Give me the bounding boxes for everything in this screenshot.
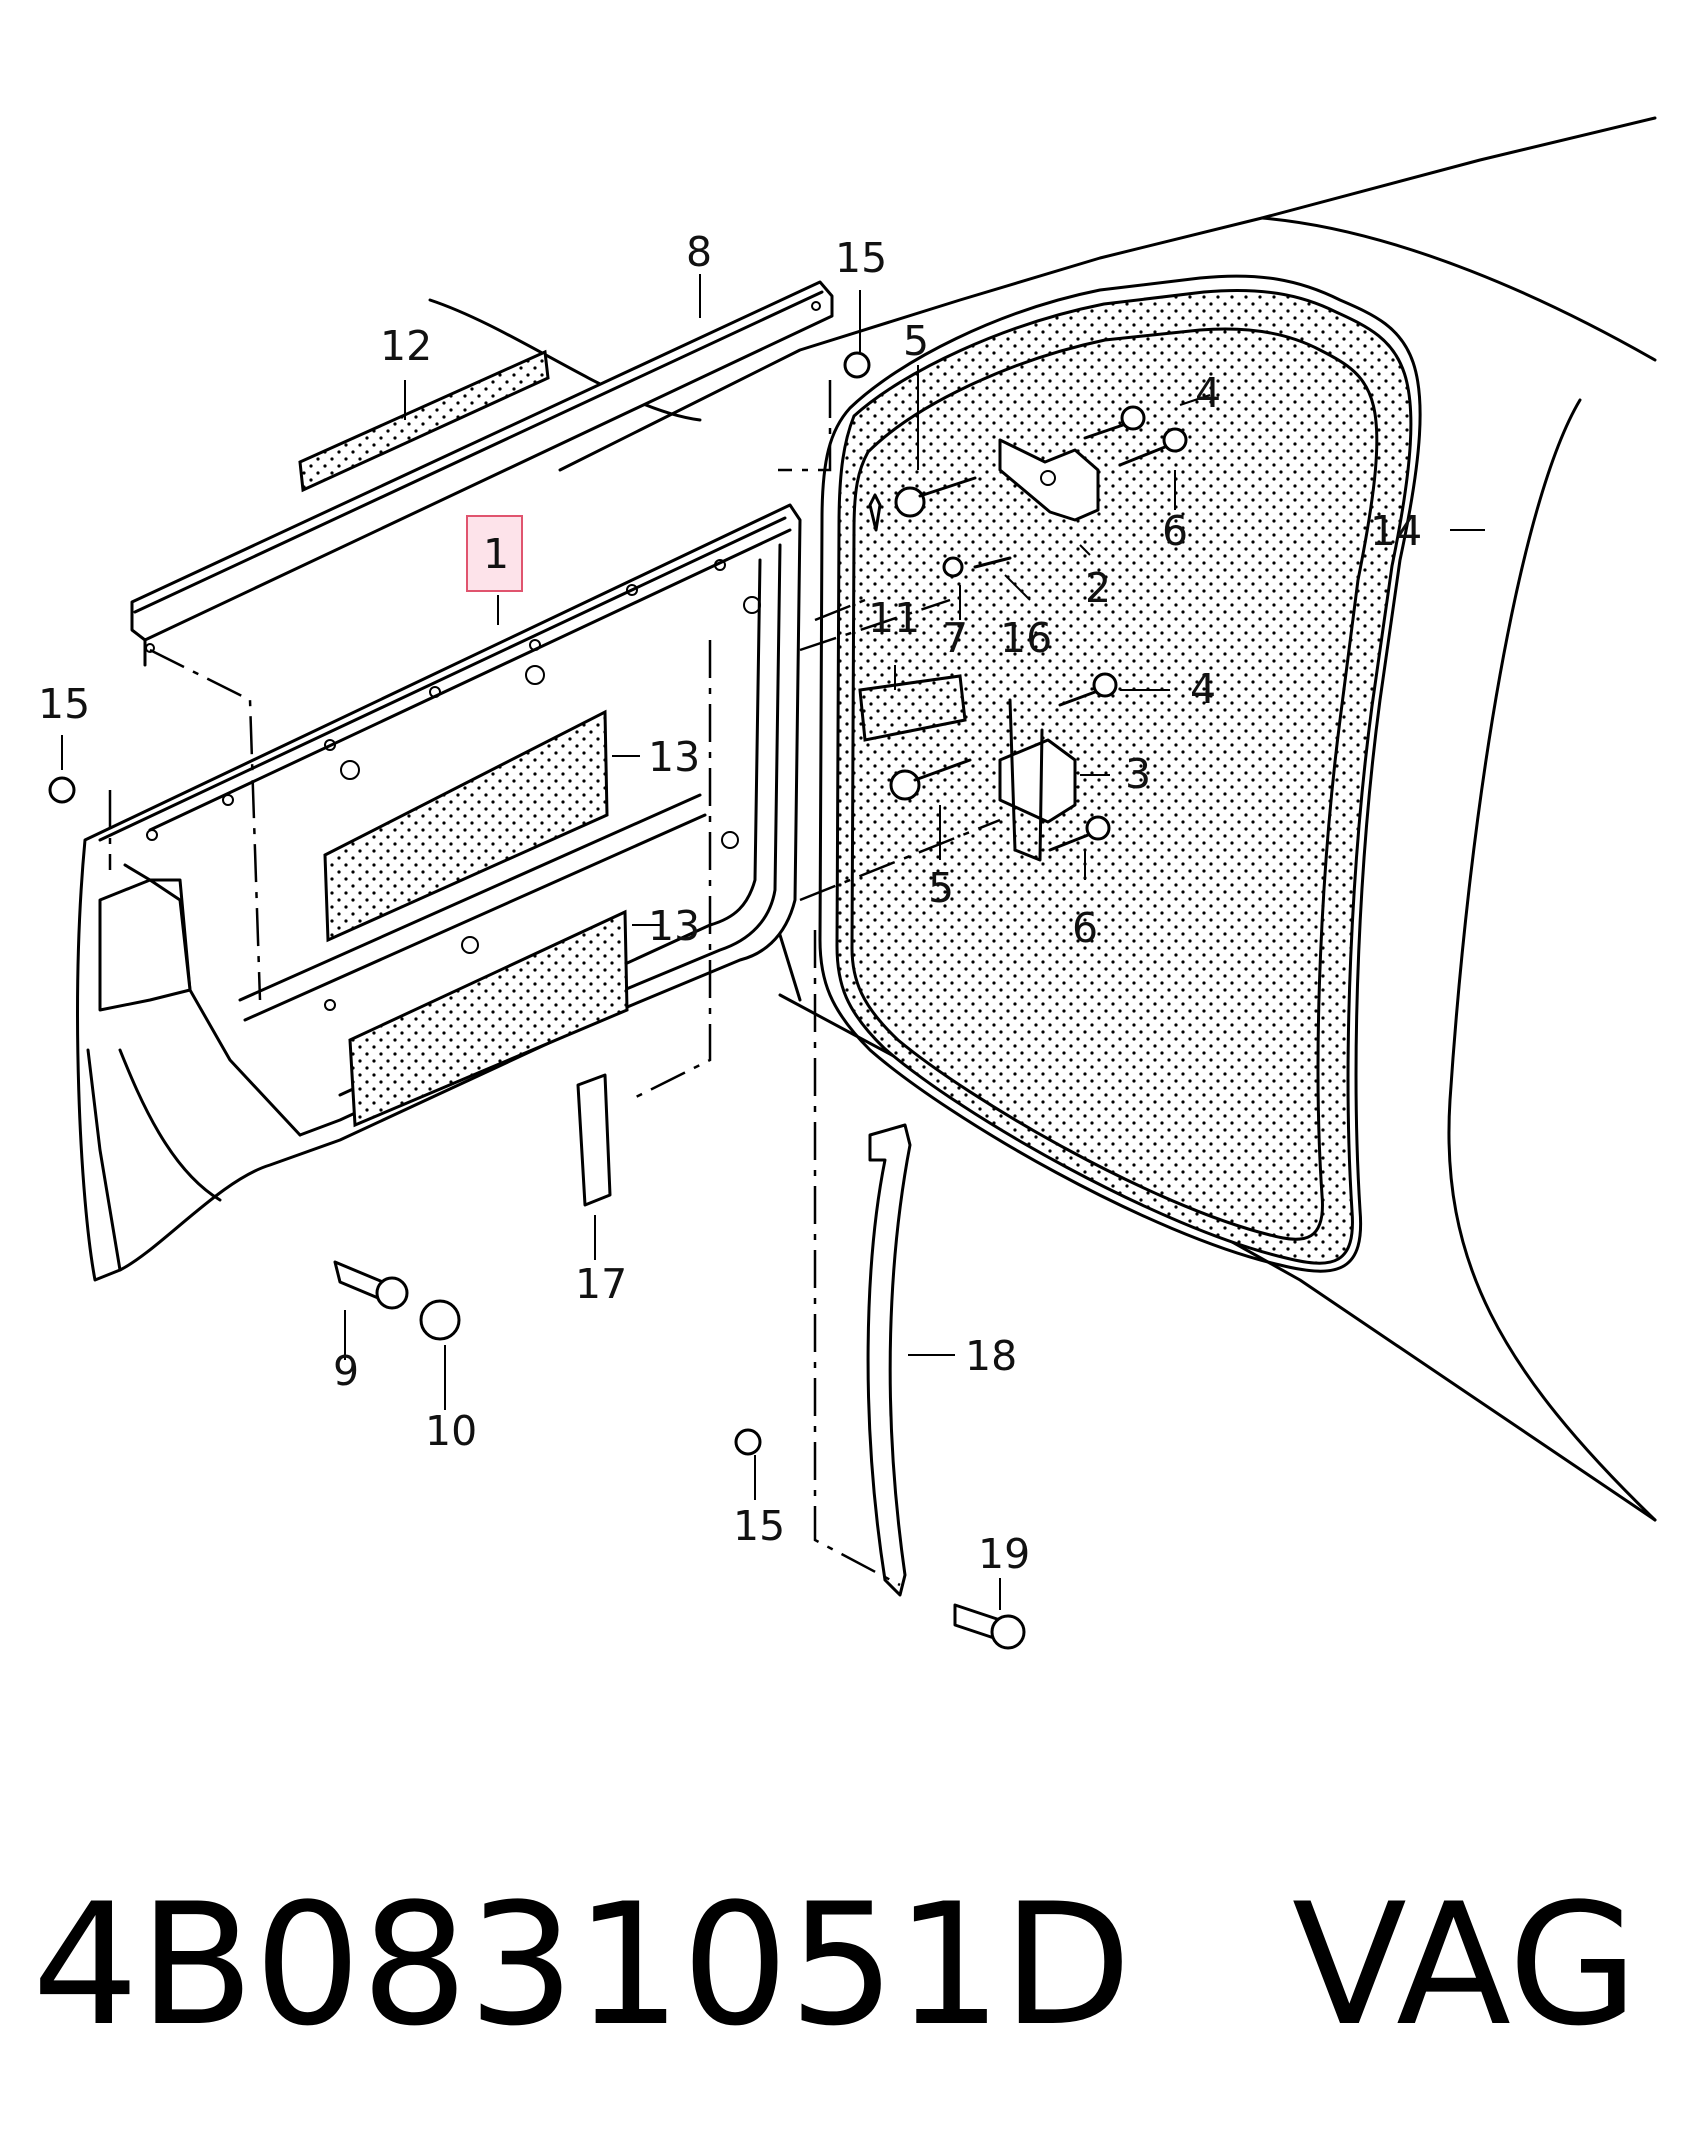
- guide-lines: [108, 380, 1001, 1587]
- callout-6a: 6: [1162, 507, 1188, 555]
- callout-labels: 1 2 3 4 4 5 5 6 6 7 8 9 10 11 12 13 13 1…: [38, 228, 1422, 1578]
- callout-13b: 13: [648, 902, 700, 950]
- callout-5b: 5: [928, 864, 954, 912]
- callout-9: 9: [333, 1347, 359, 1395]
- callout-17: 17: [575, 1260, 627, 1308]
- callout-10: 10: [425, 1407, 477, 1455]
- door-panel-1: [76, 503, 802, 1282]
- brand-name: VAG: [1291, 1867, 1639, 2063]
- hinge-parts: [48, 351, 1188, 1650]
- door-seal-14: [818, 274, 1422, 1273]
- callout-7: 7: [942, 614, 968, 662]
- callout-6b: 6: [1072, 904, 1098, 952]
- callout-1: 1: [483, 530, 509, 578]
- callout-15c: 15: [733, 1502, 785, 1550]
- callout-14: 14: [1370, 507, 1422, 555]
- part-number-caption: 4B0831051D VAG: [32, 1870, 1638, 2060]
- trim-strip-12: [298, 349, 550, 493]
- callout-15a: 15: [835, 234, 887, 282]
- callout-16: 16: [1000, 614, 1052, 662]
- callout-4b: 4: [1190, 665, 1216, 713]
- foam-pads-13: [323, 709, 629, 1128]
- exploded-parts-diagram: 1 2 3 4 4 5 5 6 6 7 8 9 10 11 12 13 13 1…: [38, 116, 1657, 1650]
- callout-12: 12: [380, 322, 432, 370]
- part-number: 4B0831051D: [32, 1867, 1132, 2063]
- callout-11: 11: [868, 594, 920, 642]
- callout-18: 18: [965, 1332, 1017, 1380]
- upper-rail-8: [130, 280, 834, 667]
- callout-13a: 13: [648, 733, 700, 781]
- callout-3: 3: [1125, 750, 1151, 798]
- callout-5a: 5: [903, 317, 929, 365]
- callout-2: 2: [1085, 564, 1111, 612]
- callout-4a: 4: [1195, 369, 1221, 417]
- leader-lines: [61, 274, 1485, 1610]
- callout-15b: 15: [38, 680, 90, 728]
- callout-1-highlight: [466, 515, 523, 592]
- callout-19: 19: [978, 1530, 1030, 1578]
- callout-8: 8: [686, 228, 712, 276]
